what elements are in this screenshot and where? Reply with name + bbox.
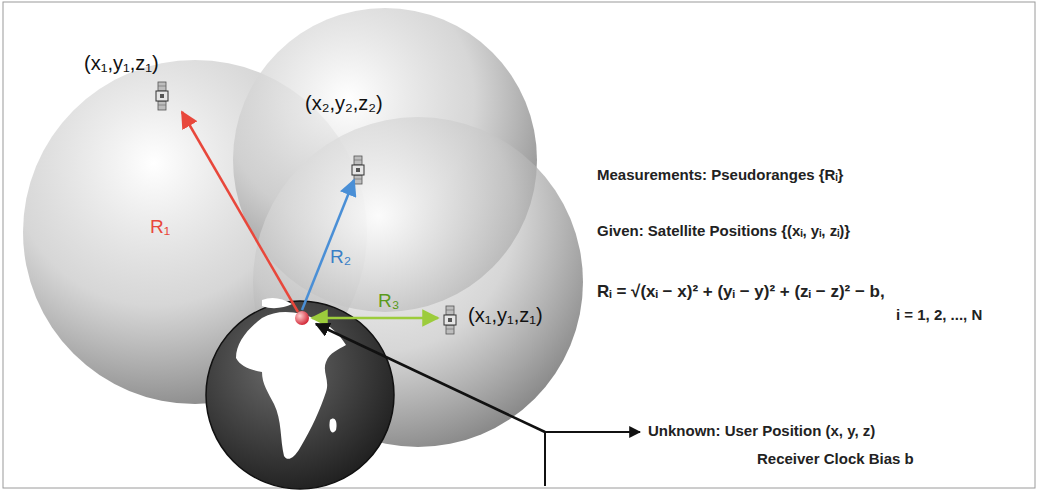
range-arrow — [182, 112, 298, 312]
note-text: Unknown: User Position (x, y, z) — [648, 422, 875, 439]
note-text: Measurements: Pseudoranges {Rᵢ} — [597, 166, 843, 183]
satellite-icon — [352, 156, 364, 184]
range-label: R₂ — [330, 246, 351, 268]
satellite-icon — [444, 306, 456, 334]
user-position — [295, 311, 309, 325]
note-text: Receiver Clock Bias b — [757, 450, 914, 467]
coordinate-label: (x₁,y₁,z₁) — [84, 52, 159, 75]
range-label: R₃ — [378, 290, 399, 312]
earth — [206, 298, 394, 489]
frame — [3, 2, 1035, 488]
satellite-icon — [156, 82, 168, 110]
pointer-line — [544, 432, 546, 486]
pointer-arrow — [545, 431, 640, 433]
formula-text: Rᵢ = √(xᵢ − x)² + (yᵢ − y)² + (zᵢ − z)² … — [597, 282, 885, 302]
coordinate-label: (x₁,y₁,z₁) — [468, 304, 543, 327]
note-text: Given: Satellite Positions {(xᵢ, yᵢ, zᵢ)… — [597, 222, 850, 239]
range-arrow — [312, 317, 438, 320]
range-arrow — [302, 180, 354, 310]
range-label: R₁ — [150, 216, 170, 238]
pointer-arrow — [316, 324, 545, 432]
coordinate-label: (x₂,y₂,z₂) — [305, 92, 383, 115]
formula-text: i = 1, 2, ..., N — [896, 306, 982, 323]
